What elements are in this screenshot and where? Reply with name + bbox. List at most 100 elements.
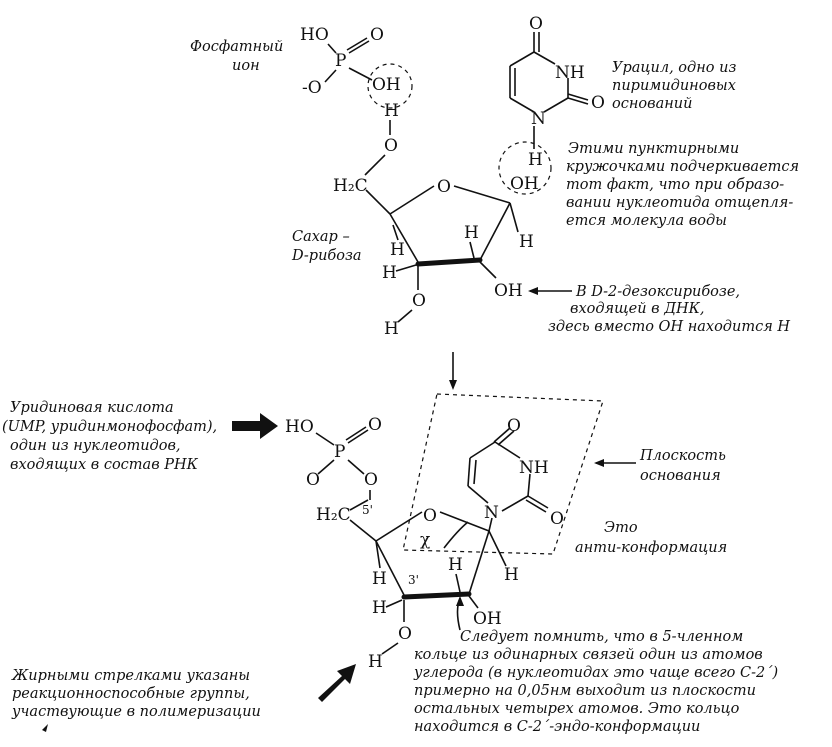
top-o-link-atom: O [384, 136, 398, 156]
top-dashed-circle-c1 [498, 141, 552, 195]
top-sugar-label-line-2: D-рибоза [291, 248, 362, 264]
plane-label-line-2: основания [640, 468, 721, 484]
top-circles-note: Этими пунктирными кружочками подчеркивае… [566, 141, 799, 229]
bold-arrows-note-line-2: реакционноспособные группы, [12, 686, 250, 702]
bottom-c4-h-bond [375, 540, 381, 569]
bottom-uracil-ring [467, 427, 549, 513]
bottom-c1-h-bond [488, 530, 507, 567]
bottom-uracil-n1-atom: N [484, 503, 499, 523]
top-deoxy-note-line-3: здесь вместо ОН находится Н [548, 319, 790, 335]
bottom-h-c1-atom: H [504, 565, 519, 585]
ump-label-line-1: Уридиновая кислота [10, 400, 174, 416]
top-uracil-label-line-1: Урацил, одно из [612, 60, 736, 76]
top-uracil-nh-atom: NH [555, 63, 585, 83]
bottom-c3-h-bond [385, 599, 403, 608]
top-h-c4-atom: H [390, 240, 405, 260]
bottom-o3-atom: O [398, 624, 412, 644]
bottom-o-double-atom: O [368, 415, 382, 435]
ump-label-line-4: входящих в состав РНК [10, 457, 199, 473]
top-uracil-label-line-3: оснований [612, 96, 692, 112]
bottom-c1-n-bond [488, 517, 493, 532]
top-h-c3-atom: H [382, 263, 397, 283]
top-c2-h-bond [469, 241, 475, 259]
bottom-oh2-atom: OH [473, 609, 502, 629]
bottom-ribose-ring [349, 511, 490, 600]
ring-note-line-3: углерода (в нуклеотидах это чаще всего С… [413, 665, 778, 681]
bottom-h-c3-atom: H [372, 598, 387, 618]
anti-label: Это анти-конформация [575, 520, 727, 556]
top-uracil-ring [509, 32, 589, 113]
top-dashed-circle-phosphate [367, 63, 413, 109]
bold-arrows-note-line-3: участвующие в полимеризации [11, 704, 261, 720]
bottom-o-ring-atom: O [423, 506, 437, 526]
bold-arrows-note-line-1: Жирными стрелками указаны [11, 668, 250, 684]
chi-angle-label: χ [420, 530, 430, 550]
top-phosphate-label-line-1: Фосфатный [190, 39, 283, 55]
plane-label: Плоскость основания [594, 448, 726, 484]
top-h-circle-atom: H [528, 150, 543, 170]
top-phosphate-label-line-2: ион [232, 58, 260, 74]
bottom-o3-h-bond [381, 642, 399, 655]
plane-label-line-1: Плоскость [639, 448, 726, 464]
ring-note-line-5: остальных четырех атомов. Это кольцо [414, 701, 740, 717]
ump-label-line-3: один из нуклеотидов, [10, 438, 181, 454]
bottom-c3-label: 3' [408, 573, 419, 587]
top-sugar-label: Сахар – D-рибоза [291, 229, 362, 264]
top-ho-atom: HO [300, 25, 329, 45]
ring-conformation-note: Следует помнить, что в 5-членном кольце … [413, 596, 778, 735]
top-o-ch2-bond [364, 154, 386, 176]
bold-arrow-phosphate [232, 413, 278, 439]
top-uracil-label: Урацил, одно из пиримидиновых оснований [612, 60, 736, 112]
top-deoxy-note-line-2: входящей в ДНК, [570, 301, 705, 317]
top-c1-h-bond [509, 202, 519, 233]
top-c4-h-bond [392, 224, 399, 241]
ump-label-line-2: (UMP, уридинмонофосфат), [2, 419, 217, 435]
top-oh-phosphate-atom: OH [372, 75, 401, 95]
anti-label-line-2: анти-конформация [575, 540, 727, 556]
top-h-c1-atom: H [519, 232, 534, 252]
top-deoxy-note-line-1: В D-2-дезоксирибозе, [575, 284, 740, 300]
bottom-ho-atom: HO [285, 417, 314, 437]
top-sugar-label-line-1: Сахар – [292, 229, 350, 245]
top-phosphate-bonds [324, 37, 373, 83]
bottom-uracil-o-c2-atom: O [550, 509, 564, 529]
base-plane-outline [402, 393, 604, 555]
bottom-h-c2-atom: H [448, 555, 463, 575]
bold-arrows-note: Жирными стрелками указаны реакционноспос… [11, 668, 261, 732]
top-oh1-atom: OH [510, 174, 539, 194]
top-ribose-ring [365, 185, 511, 267]
chi-angle-arc [443, 521, 469, 549]
bottom-h-c4-atom: H [372, 569, 387, 589]
ring-note-line-2: кольце из одинарных связей один из атомо… [414, 647, 763, 663]
top-h3-atom: H [384, 319, 399, 339]
top-circles-note-line-2: кружочками подчеркивается [566, 159, 799, 175]
top-h2c-atom: H₂C [333, 176, 368, 196]
top-phosphate-label: Фосфатный ион [190, 39, 283, 74]
bottom-h2c-atom: H₂C [316, 505, 351, 525]
top-uracil-o-top-atom: O [529, 14, 543, 34]
bottom-o-minus-atom: O [306, 470, 320, 490]
top-c2-oh-bond [479, 261, 497, 279]
ring-note-line-1: Следует помнить, что в 5-членном [460, 629, 743, 645]
reaction-arrow-down [449, 352, 457, 390]
top-circles-note-line-3: тот факт, что при образо- [566, 177, 784, 193]
top-c3-h-bond [395, 264, 417, 272]
anti-label-line-1: Это [604, 520, 638, 536]
bold-arrow-hydroxyl [318, 664, 356, 702]
top-o-ring-atom: O [437, 177, 451, 197]
top-deoxy-note: В D-2-дезоксирибозе, входящей в ДНК, зде… [528, 284, 790, 335]
top-circles-note-line-5: ется молекула воды [566, 213, 727, 229]
bottom-c2-h-bond [455, 573, 461, 593]
top-o-minus-atom: -O [302, 78, 322, 98]
bottom-phosphate-bonds [315, 426, 371, 511]
bottom-c2-oh-bond [468, 595, 479, 609]
top-oh2-atom: OH [494, 281, 523, 301]
top-h-link-atom: H [384, 101, 399, 121]
top-uracil-o-c2-atom: O [591, 93, 605, 113]
ring-note-line-6: находится в С-2´-эндо-конформации [414, 719, 700, 735]
bottom-uracil-o-top-atom: O [507, 416, 521, 436]
bottom-p-atom: P [334, 442, 345, 462]
bottom-o-link-atom: O [364, 470, 378, 490]
